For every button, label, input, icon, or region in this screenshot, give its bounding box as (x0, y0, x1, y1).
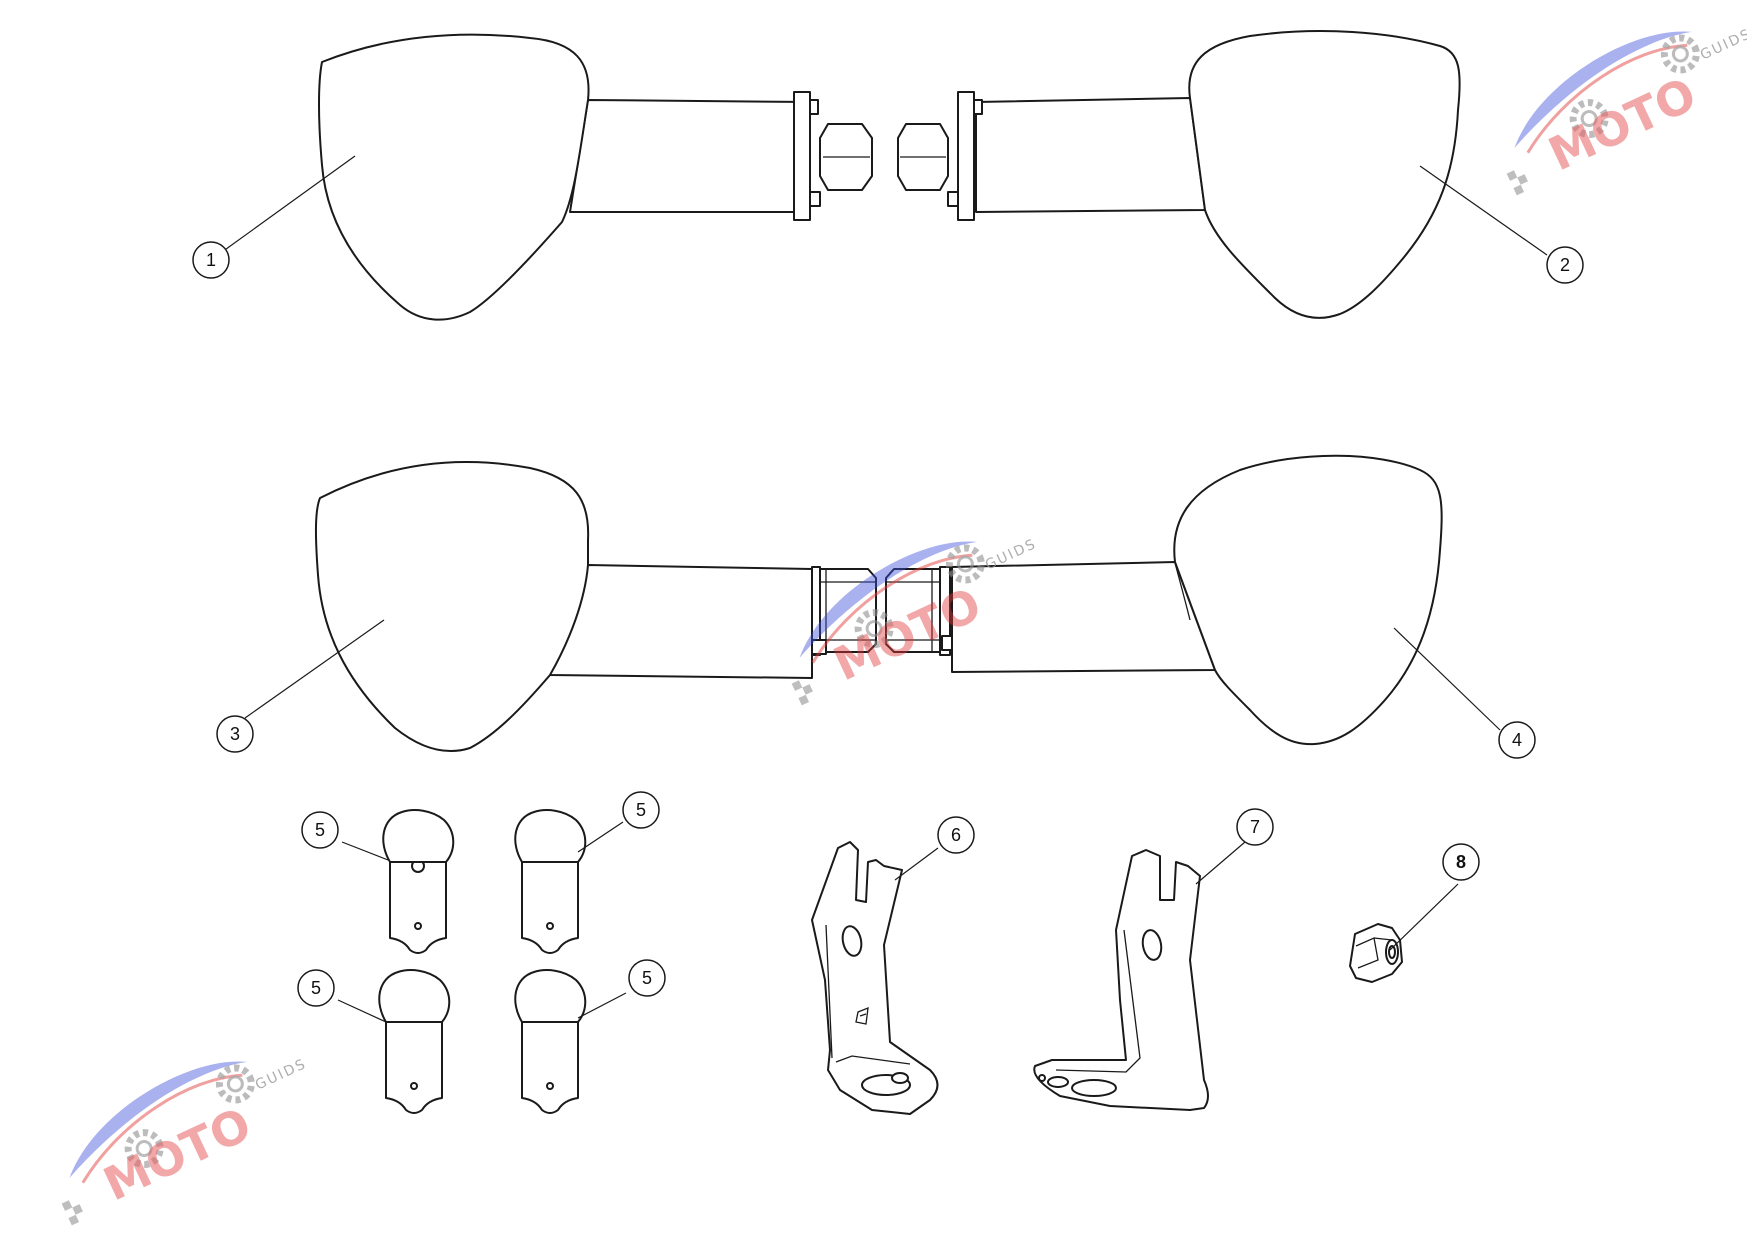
svg-text:6: 6 (951, 825, 961, 845)
turn-signal-part-3 (314, 461, 877, 752)
callout-5-d: 5 (628, 959, 666, 997)
svg-text:7: 7 (1250, 817, 1260, 837)
svg-text:5: 5 (311, 978, 321, 998)
svg-text:8: 8 (1456, 852, 1466, 872)
turn-signal-part-2 (897, 30, 1461, 319)
bulb-part-5-b (514, 809, 587, 954)
bracket-part-7 (1033, 849, 1209, 1111)
callout-4: 4 (1498, 721, 1536, 759)
svg-text:5: 5 (636, 800, 646, 820)
callout-5-a: 5 (301, 811, 339, 849)
callout-5-c: 5 (297, 969, 335, 1007)
watermark-logo-top-right: MOTO GUIDS (1478, 0, 1747, 202)
watermark-tagline: GUIDS (1698, 26, 1747, 64)
turn-signal-part-1 (318, 33, 873, 321)
turn-signal-part-4 (885, 454, 1443, 746)
svg-text:4: 4 (1512, 730, 1522, 750)
svg-text:2: 2 (1560, 255, 1570, 275)
leader-lines (221, 155, 1548, 1023)
watermark-logo-bottom-left: MOTO GUIDS (33, 1024, 310, 1231)
bulb-part-5-d (514, 969, 587, 1114)
callout-5-b: 5 (622, 791, 660, 829)
callout-8: 8 (1442, 843, 1480, 881)
svg-text:1: 1 (206, 250, 216, 270)
svg-text:5: 5 (642, 968, 652, 988)
svg-text:5: 5 (315, 820, 325, 840)
bulb-part-5-a (382, 809, 455, 954)
svg-text:3: 3 (230, 724, 240, 744)
callout-1: 1 (192, 241, 230, 279)
callout-2: 2 (1546, 246, 1584, 284)
nut-part-8 (1349, 923, 1403, 983)
callout-6: 6 (937, 816, 975, 854)
callout-7: 7 (1236, 808, 1274, 846)
watermark-tagline: GUIDS (253, 1056, 310, 1094)
callout-3: 3 (216, 715, 254, 753)
bulb-part-5-c (378, 969, 451, 1114)
bracket-part-6 (811, 841, 939, 1115)
